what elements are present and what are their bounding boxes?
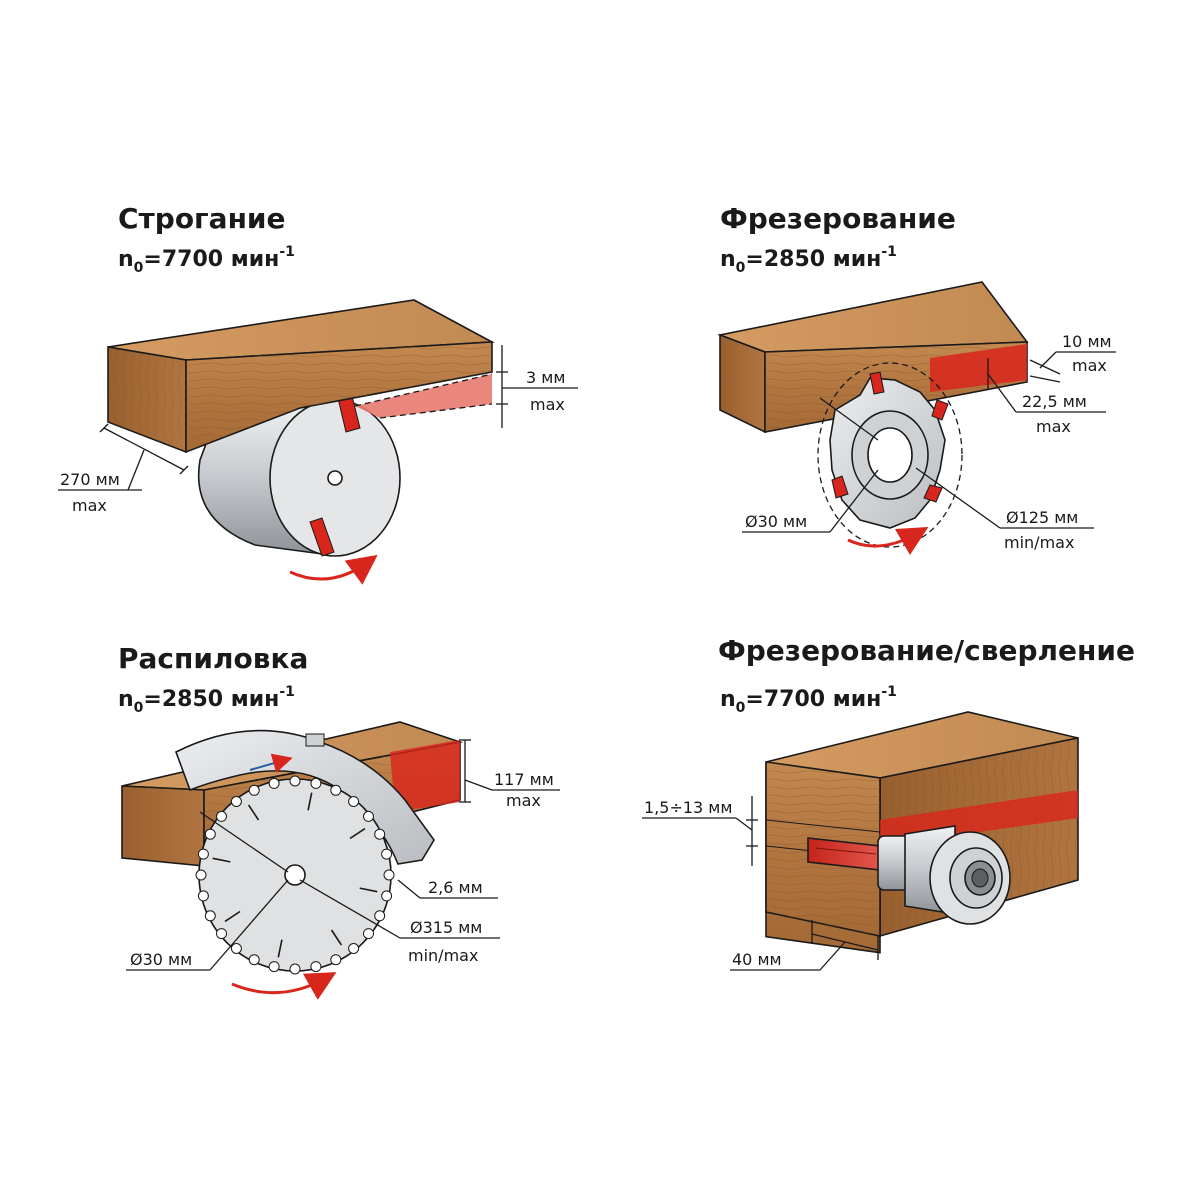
- chuck-icon: [877, 825, 1011, 925]
- saw-tooth-gullet: [310, 961, 322, 973]
- height-dimension: 22,5 мм max: [987, 358, 1106, 436]
- saw-tooth-gullet: [268, 777, 280, 789]
- depth-dimension: 40 мм: [730, 920, 879, 971]
- saw-expansion-slot: [307, 792, 313, 811]
- saw-tooth-gullet: [289, 775, 301, 787]
- saw-tooth-gullet: [374, 910, 386, 922]
- saw-expansion-slot: [212, 857, 231, 863]
- svg-text:3 мм: 3 мм: [526, 368, 565, 387]
- saw-expansion-slot: [224, 910, 241, 923]
- saw-expansion-slot: [277, 939, 283, 958]
- saw-tooth-gullet: [230, 796, 242, 807]
- svg-text:270 мм: 270 мм: [60, 470, 120, 489]
- svg-text:max: max: [506, 791, 541, 810]
- saw-tooth-gullet: [248, 784, 260, 796]
- svg-text:max: max: [1072, 356, 1107, 375]
- saw-tooth-gullet: [204, 910, 216, 922]
- rotation-arrow-icon: [847, 526, 929, 555]
- saw-tooth-gullet: [374, 828, 386, 840]
- panel-title: Фрезерование/сверление: [718, 634, 1135, 667]
- depth-dimension: 10 мм max: [1029, 332, 1116, 383]
- panel-planing: Строгание n0=7700 мин-1: [58, 202, 578, 585]
- bore-dimension: Ø30 мм: [742, 397, 879, 533]
- saw-tooth-gullet: [348, 943, 360, 954]
- planed-layer: [355, 374, 492, 418]
- saw-expansion-slot: [359, 887, 378, 893]
- width-dimension: 1,5÷13 мм: [642, 796, 758, 866]
- saw-tooth-gullet: [363, 810, 374, 822]
- svg-text:22,5 мм: 22,5 мм: [1022, 392, 1087, 411]
- svg-text:Ø125 мм: Ø125 мм: [1006, 508, 1078, 527]
- saw-blade-icon: [195, 775, 395, 975]
- saw-tooth-gullet: [310, 777, 322, 789]
- saw-tooth-gullet: [216, 810, 227, 822]
- svg-text:min/max: min/max: [408, 946, 478, 965]
- speed-label: n0=2850 мин-1: [118, 684, 295, 716]
- depth-dimension: 3 мм max: [496, 345, 578, 428]
- svg-text:max: max: [72, 496, 107, 515]
- saw-tooth-gullet: [197, 848, 209, 860]
- saw-expansion-slot: [330, 929, 343, 946]
- panel-sawing: Распиловка n0=2850 мин-1: [118, 642, 560, 1000]
- svg-text:1,5÷13 мм: 1,5÷13 мм: [644, 798, 732, 817]
- wood-board: [107, 299, 495, 454]
- saw-expansion-slot: [349, 827, 366, 840]
- saw-tooth-gullet: [248, 954, 260, 966]
- panel-milling: Фрезерование n0=2850 мин-1: [717, 202, 1116, 555]
- svg-text:max: max: [1036, 417, 1071, 436]
- speed-label: n0=7700 мин-1: [720, 684, 897, 716]
- milling-cutter-icon: [817, 362, 963, 548]
- svg-text:40 мм: 40 мм: [732, 950, 782, 969]
- svg-text:2,6 мм: 2,6 мм: [428, 878, 483, 897]
- saw-tooth-gullet: [204, 828, 216, 840]
- depth-dimension: 117 мм max: [459, 739, 560, 810]
- saw-tooth-gullet: [348, 796, 360, 807]
- saw-expansion-slot: [247, 804, 260, 821]
- saw-tooth-gullet: [197, 890, 209, 902]
- panel-title: Строгание: [118, 202, 286, 235]
- saw-tooth-gullet: [195, 869, 207, 881]
- rotation-arrow-icon: [231, 972, 337, 1000]
- saw-tooth-gullet: [216, 928, 227, 940]
- bore-dimension: Ø30 мм: [126, 811, 289, 971]
- svg-text:Ø315 мм: Ø315 мм: [410, 918, 482, 937]
- svg-text:Ø30 мм: Ø30 мм: [745, 512, 807, 531]
- saw-tooth-gullet: [381, 890, 393, 902]
- saw-tooth-gullet: [268, 961, 280, 973]
- diameter-dimension: Ø315 мм min/max: [299, 879, 500, 965]
- svg-text:min/max: min/max: [1004, 533, 1074, 552]
- saw-tooth-gullet: [330, 784, 342, 796]
- groove-cut: [930, 344, 1027, 392]
- saw-tooth-gullet: [383, 869, 395, 881]
- saw-tooth-gullet: [363, 928, 374, 940]
- saw-tooth-gullet: [381, 848, 393, 860]
- saw-tooth-gullet: [330, 954, 342, 966]
- panel-title: Распиловка: [118, 642, 308, 675]
- svg-text:10 мм: 10 мм: [1062, 332, 1112, 351]
- svg-text:Ø30 мм: Ø30 мм: [130, 950, 192, 969]
- blade-guard-icon: [175, 729, 435, 865]
- panel-title: Фрезерование: [720, 202, 956, 235]
- svg-text:max: max: [530, 395, 565, 414]
- kerf-dimension: 2,6 мм: [397, 878, 498, 899]
- svg-text:117 мм: 117 мм: [494, 770, 554, 789]
- diameter-dimension: Ø125 мм min/max: [915, 467, 1094, 552]
- rotation-arrow-icon: [289, 554, 378, 585]
- panel-drilling: Фрезерование/сверление n0=7700 мин-1: [642, 634, 1135, 971]
- speed-label: n0=2850 мин-1: [720, 244, 897, 276]
- width-dimension: 270 мм max: [58, 423, 189, 515]
- saw-tooth-gullet: [230, 943, 242, 954]
- saw-cut: [390, 740, 460, 812]
- saw-tooth-gullet: [289, 963, 301, 975]
- speed-label: n0=7700 мин-1: [118, 244, 295, 276]
